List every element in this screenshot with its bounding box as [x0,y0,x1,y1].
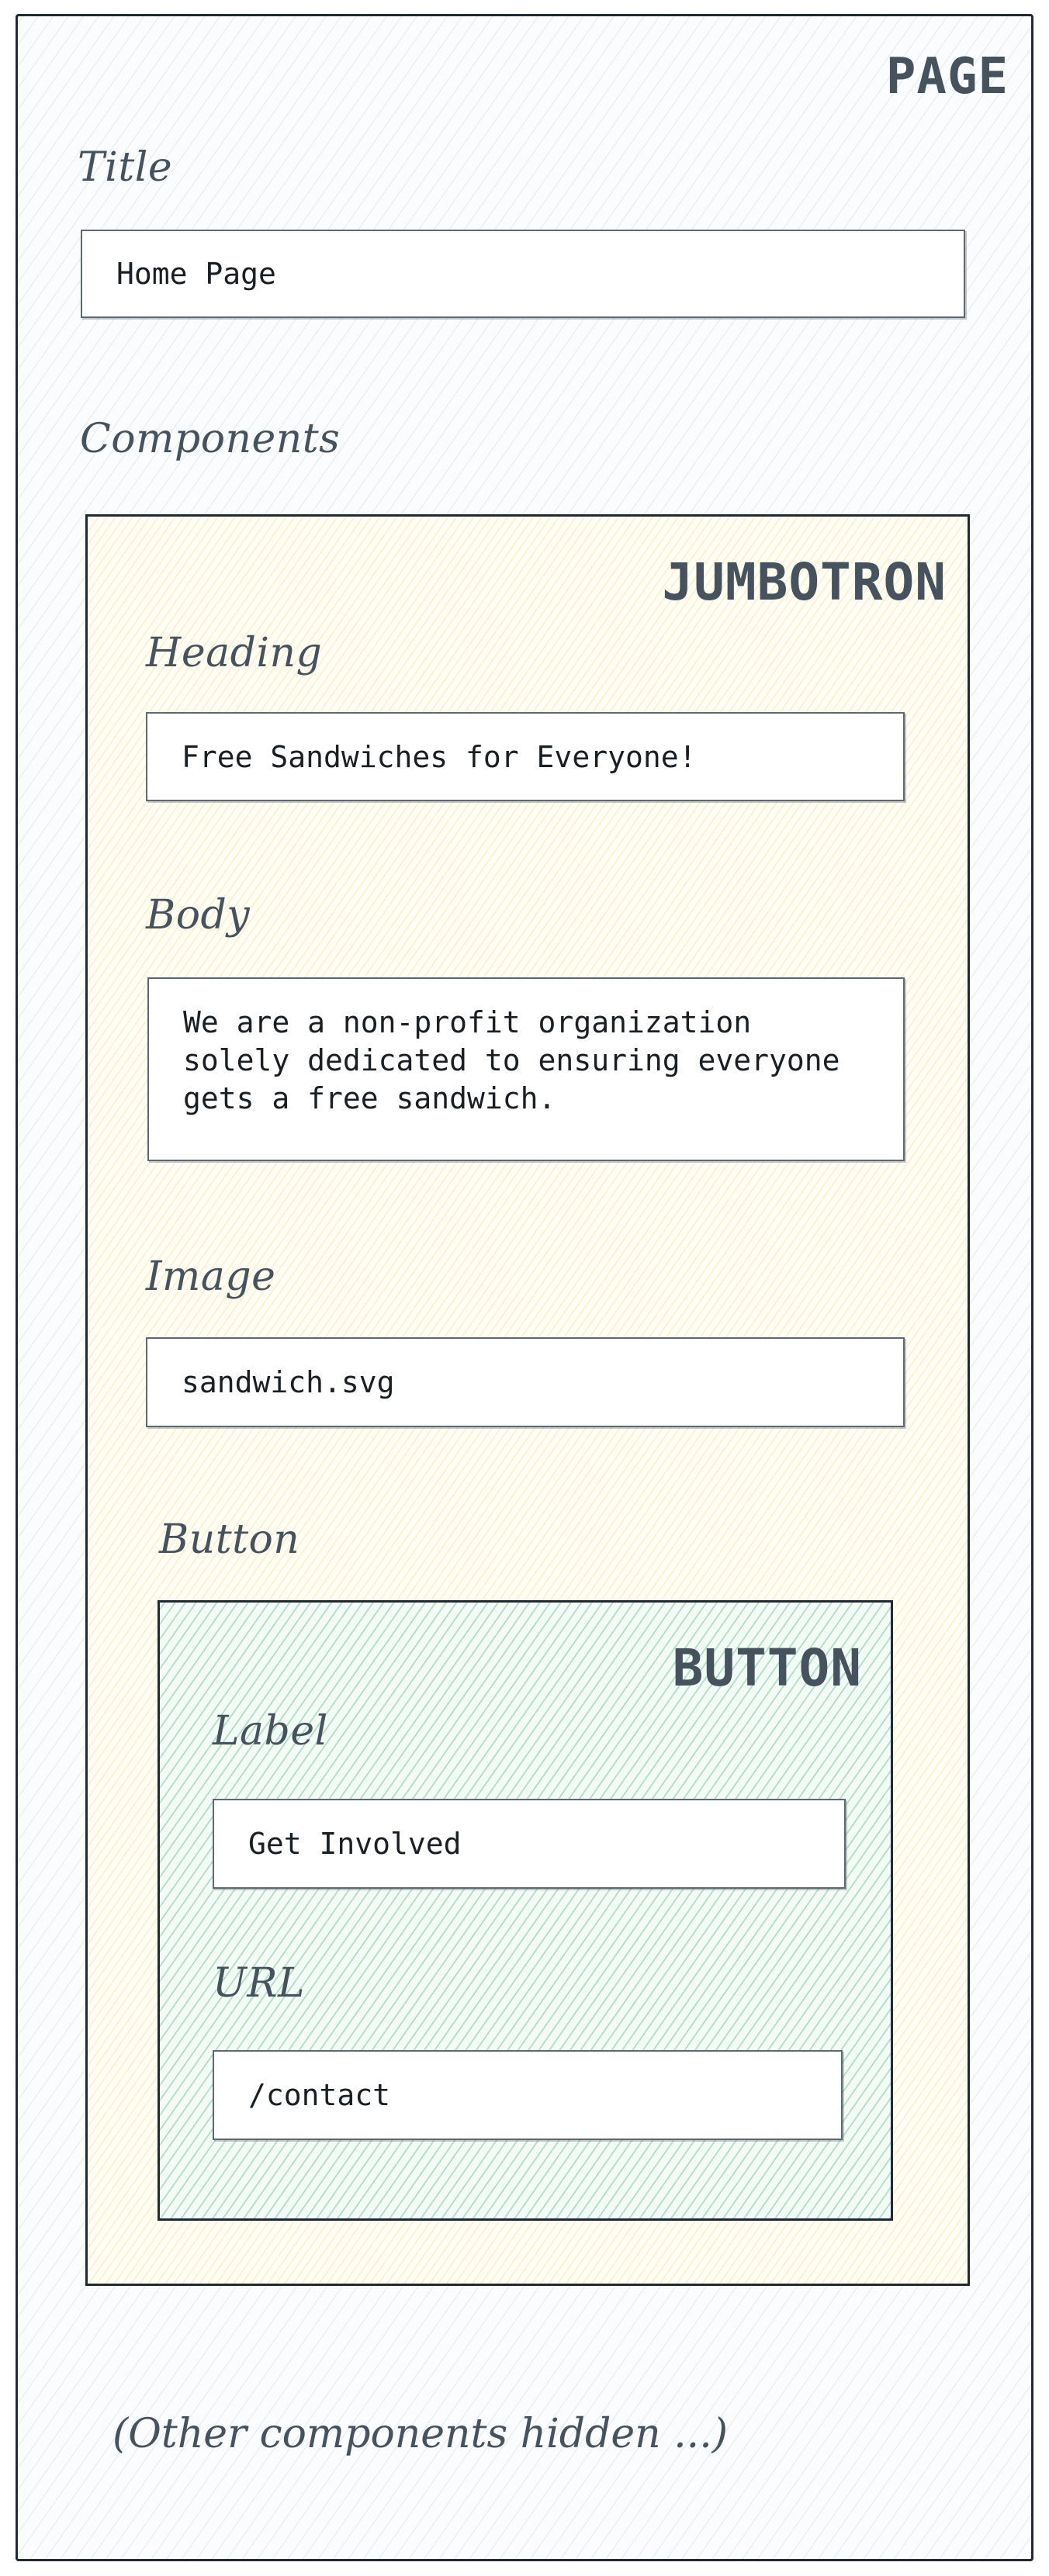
hidden-components-note: (Other components hidden ...) [113,2411,729,2457]
image-field[interactable]: sandwich.svg [146,1337,905,1427]
body-field[interactable]: We are a non-profit organization solely … [147,977,905,1161]
heading-label: Heading [146,630,323,676]
components-label: Components [80,416,341,462]
page-heading: PAGE [885,48,1009,105]
url-field[interactable]: /contact [213,2050,843,2140]
jumbotron-heading: JUMBOTRON [662,552,947,612]
button-label: Button [159,1516,300,1563]
button-label-label: Label [213,1708,328,1755]
url-label: URL [213,1960,306,2007]
button-label-field[interactable]: Get Involved [213,1799,846,1889]
image-label: Image [146,1253,276,1300]
body-label: Body [146,892,251,939]
title-label: Title [78,144,173,191]
button-heading: BUTTON [672,1638,862,1698]
title-field[interactable]: Home Page [81,230,965,318]
heading-field[interactable]: Free Sandwiches for Everyone! [146,712,905,801]
